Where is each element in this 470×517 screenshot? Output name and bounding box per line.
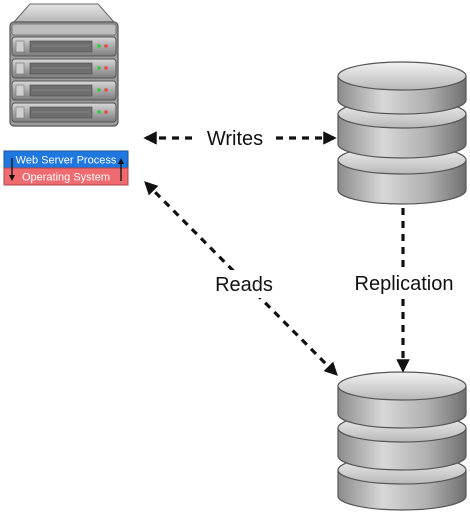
operating-system-label: Operating System xyxy=(22,172,110,184)
primary-database-icon xyxy=(337,61,467,205)
operating-system-box xyxy=(3,167,129,186)
syscall-down-arrow xyxy=(9,158,15,181)
replication-label: Replication xyxy=(355,273,454,295)
server-rack-icon xyxy=(9,3,119,127)
replica-database-icon xyxy=(337,371,467,511)
web-server-process-label: Web Server Process xyxy=(16,155,117,167)
reads-label: Reads xyxy=(215,274,273,296)
process-stack-box: Web Server Process Operating System xyxy=(3,150,129,186)
syscall-up-arrow xyxy=(118,158,124,181)
writes-label: Writes xyxy=(207,128,263,150)
